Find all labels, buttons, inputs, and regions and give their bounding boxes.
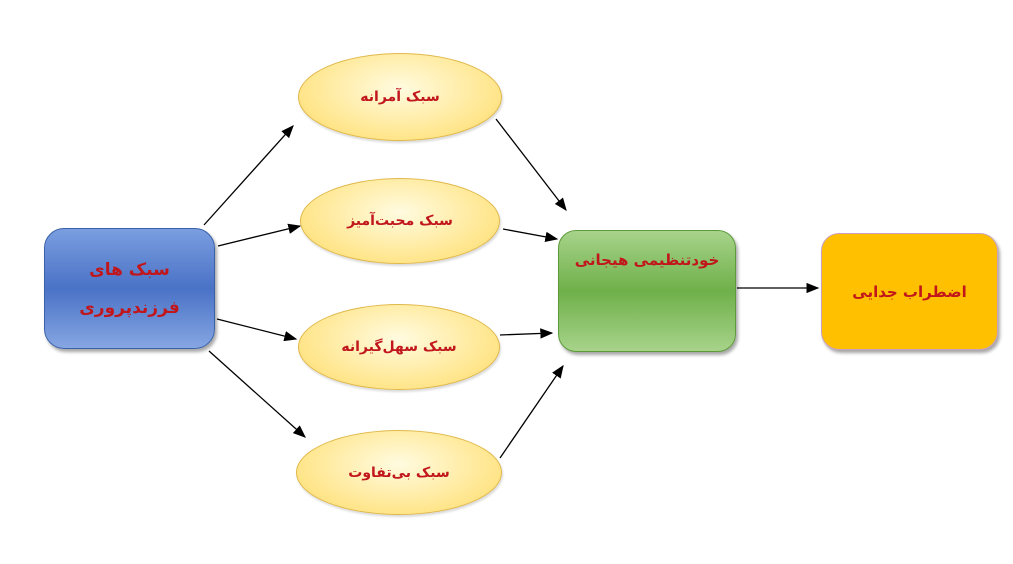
style-label: سبک آمرانه: [360, 89, 440, 105]
emotion-regulation-box: خودتنظیمی هیجانی: [558, 230, 736, 352]
arrow-source-to-style-1: [203, 125, 294, 226]
style-label: سبک بی‌تفاوت: [348, 464, 450, 481]
parenting-styles-line1: سبک های: [89, 259, 170, 280]
arrow-source-to-style-2: [217, 223, 302, 247]
parenting-styles-box: سبک های فرزندپروری: [44, 228, 215, 349]
arrow-style-1-to-mediator: [495, 118, 567, 212]
style-neglectful: سبک بی‌تفاوت: [296, 430, 502, 515]
arrow-style-4-to-mediator: [499, 364, 564, 459]
separation-anxiety-box: اضطراب جدایی: [821, 233, 998, 350]
arrow-style-2-to-mediator: [502, 228, 559, 242]
separation-anxiety-label: اضطراب جدایی: [852, 282, 967, 301]
style-label: سبک محبت‌آمیز: [347, 213, 453, 229]
style-authoritarian: سبک آمرانه: [298, 53, 502, 141]
style-affectionate: سبک محبت‌آمیز: [300, 178, 500, 264]
arrow-source-to-style-4: [208, 350, 306, 438]
arrow-source-to-style-3: [216, 318, 298, 342]
style-permissive: سبک سهل‌گیرانه: [298, 304, 500, 390]
style-label: سبک سهل‌گیرانه: [341, 339, 457, 355]
arrow-style-3-to-mediator: [499, 328, 554, 339]
emotion-regulation-label: خودتنظیمی هیجانی: [574, 251, 720, 269]
parenting-styles-line2: فرزندپروری: [79, 297, 180, 318]
